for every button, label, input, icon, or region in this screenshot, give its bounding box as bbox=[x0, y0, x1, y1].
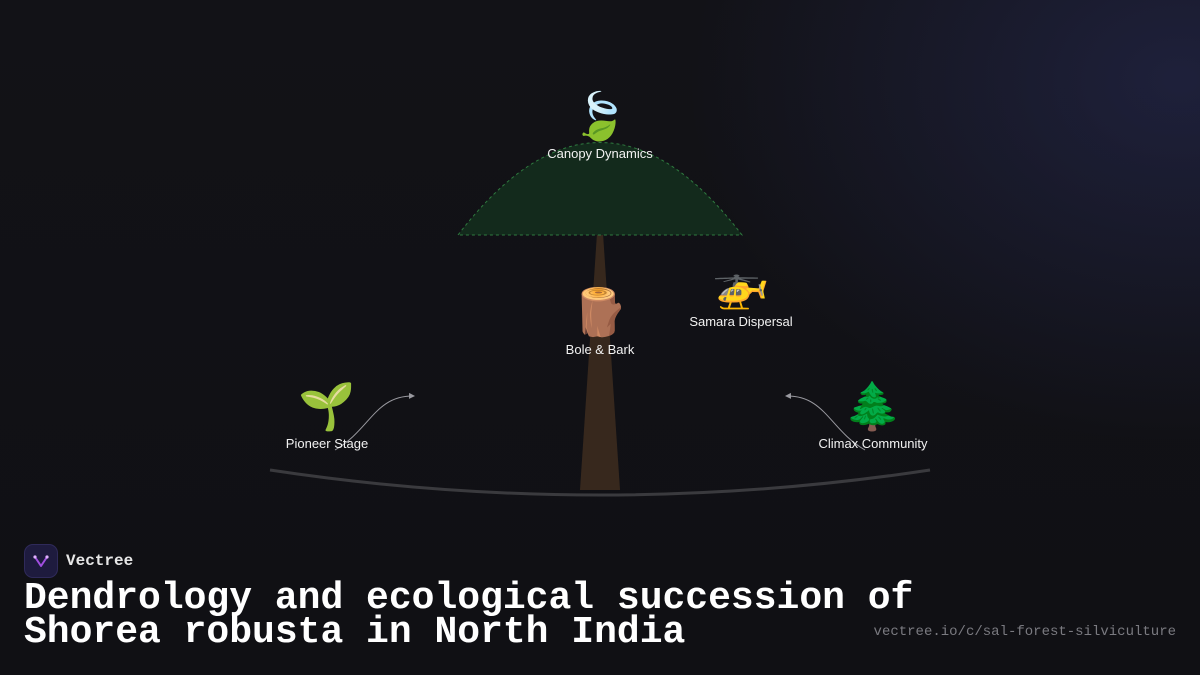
wood-log-icon: 🪵 bbox=[571, 286, 629, 338]
bole-and-bark-node: 🪵 Bole & Bark bbox=[500, 286, 700, 359]
helicopter-icon: 🚁 bbox=[712, 258, 770, 310]
brand-name: Vectree bbox=[66, 552, 134, 570]
pioneer-stage-label: Pioneer Stage bbox=[285, 436, 369, 451]
climax-community-node: 🌲 Climax Community bbox=[773, 380, 973, 453]
page-title: Dendrology and ecological succession of … bbox=[24, 577, 914, 654]
vectree-logo-icon bbox=[24, 544, 58, 578]
tree-trunk bbox=[580, 188, 620, 490]
source-url-link[interactable]: vectree.io/c/sal-forest-silviculture bbox=[873, 624, 1176, 640]
brand-lockup: Vectree bbox=[24, 544, 133, 578]
pioneer-stage-node: 🌱 Pioneer Stage bbox=[227, 380, 427, 453]
climax-connector-arrow bbox=[785, 392, 866, 451]
leaf-fluttering-in-wind-icon: 🍃 bbox=[571, 90, 629, 142]
bole-and-bark-label: Bole & Bark bbox=[565, 342, 635, 357]
samara-dispersal-node: 🚁 Samara Dispersal bbox=[641, 258, 841, 331]
pioneer-connector-arrow bbox=[334, 392, 415, 451]
seedling-icon: 🌱 bbox=[298, 380, 356, 432]
ground-line bbox=[269, 468, 931, 497]
climax-community-label: Climax Community bbox=[818, 436, 928, 451]
canopy-dynamics-label: Canopy Dynamics bbox=[547, 146, 653, 161]
samara-dispersal-label: Samara Dispersal bbox=[689, 314, 793, 329]
canopy-dynamics-node: 🍃 Canopy Dynamics bbox=[500, 90, 700, 163]
tree-canopy bbox=[456, 142, 744, 236]
evergreen-tree-icon: 🌲 bbox=[844, 380, 902, 432]
